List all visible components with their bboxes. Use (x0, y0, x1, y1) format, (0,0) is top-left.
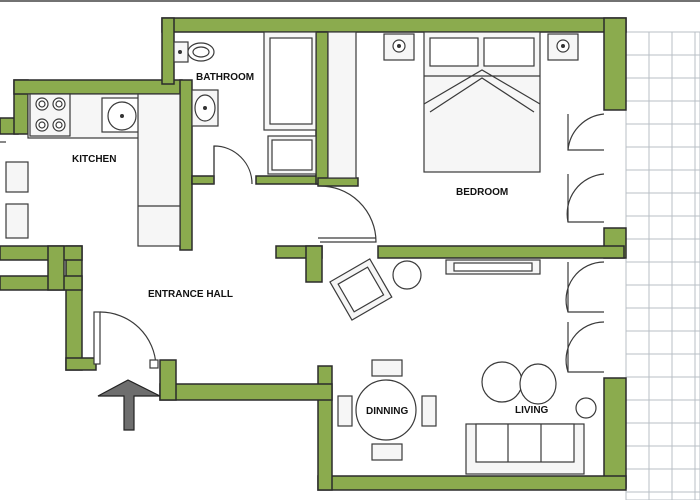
room-label-bathroom: BATHROOM (196, 72, 254, 83)
wardrobe (327, 31, 357, 179)
bedroom-furniture (383, 31, 579, 173)
room-label-dinning: DINNING (366, 406, 408, 417)
living-furniture (329, 258, 605, 475)
walls (0, 17, 627, 491)
kitchen-fixtures (0, 93, 181, 247)
room-label-kitchen: KITCHEN (72, 154, 116, 165)
bedroom-door (317, 185, 377, 243)
bathroom-fixtures (173, 31, 317, 185)
terrace (625, 31, 700, 500)
entrance-arrow-icon (97, 379, 161, 431)
room-label-bedroom: BEDROOM (456, 187, 508, 198)
entrance-door (93, 311, 159, 369)
room-label-living: LIVING (515, 405, 549, 416)
room-label-entrance-hall: ENTRANCE HALL (148, 289, 233, 300)
bedroom-balcony-doors (566, 113, 605, 223)
